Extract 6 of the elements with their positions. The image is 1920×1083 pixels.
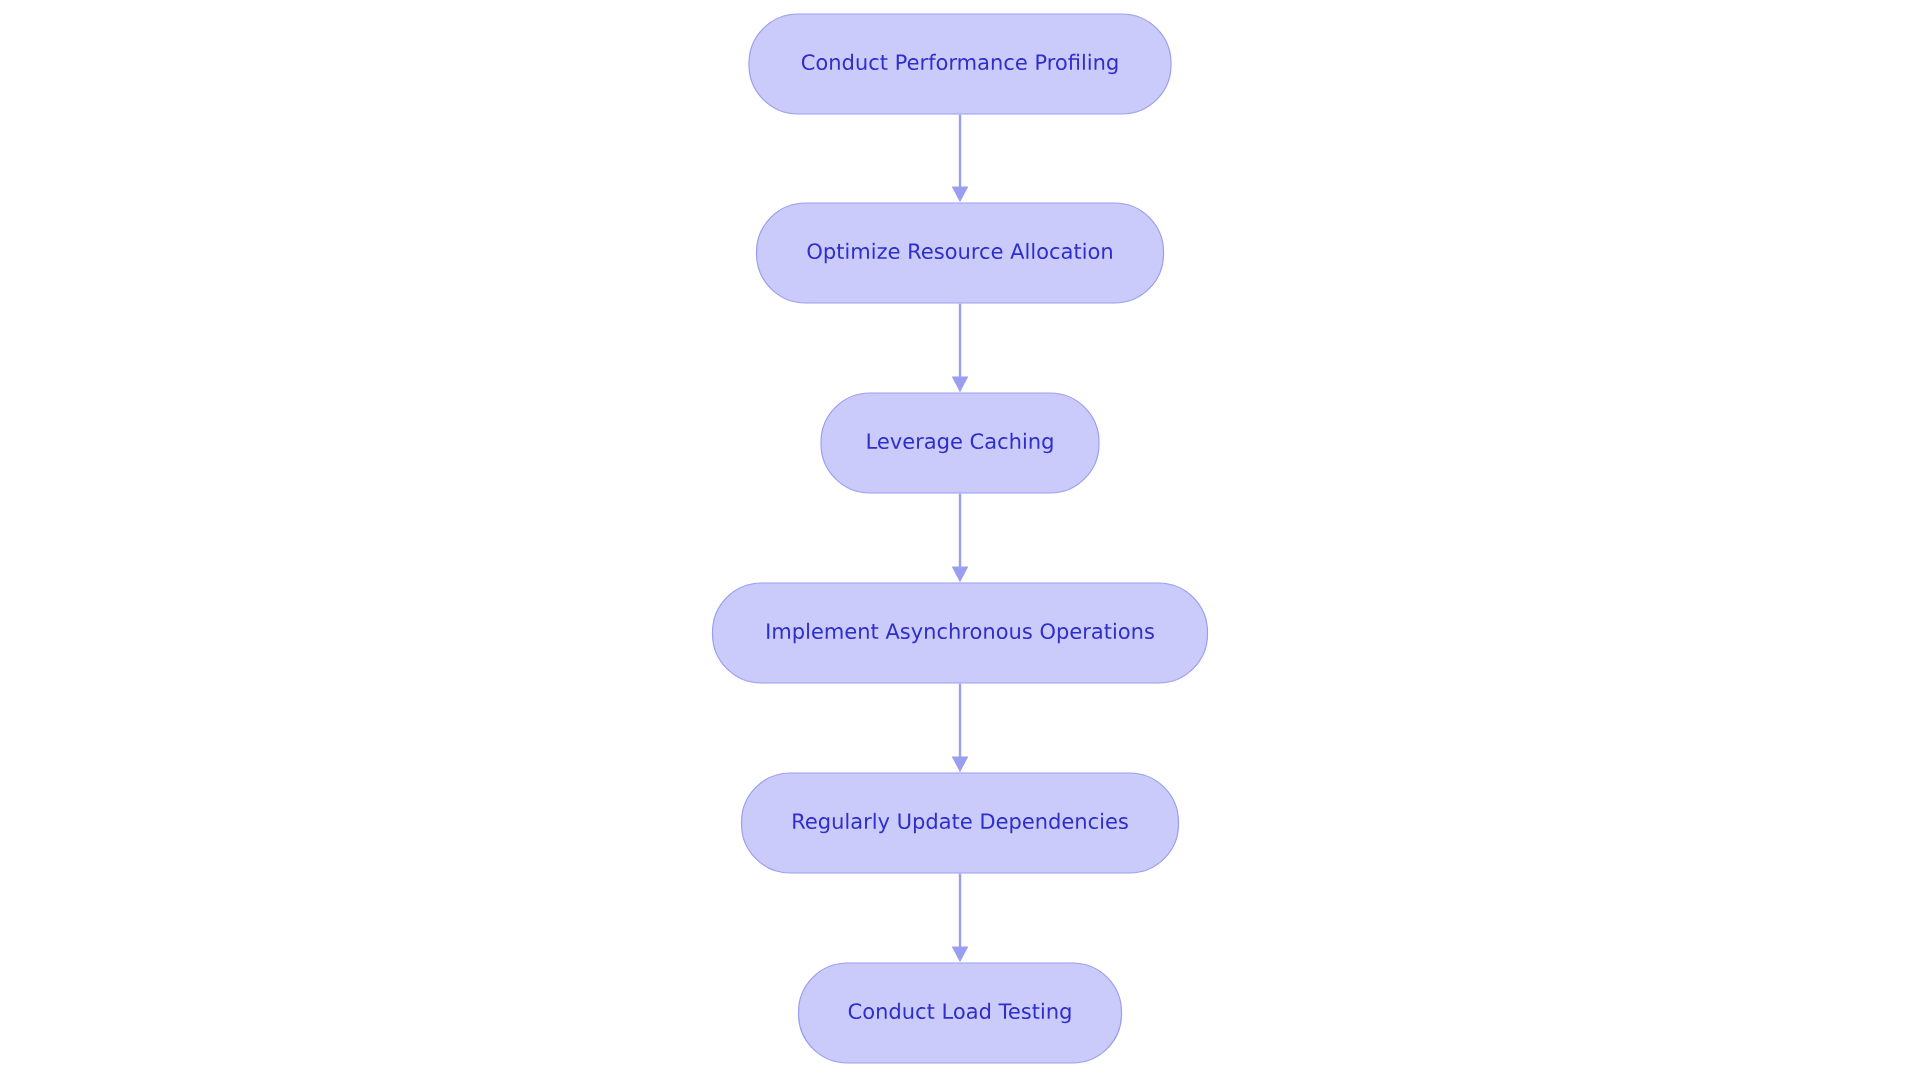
- process-box: Conduct Load Testing: [797, 962, 1123, 1064]
- process-box: Leverage Caching: [820, 392, 1100, 494]
- process-box: Implement Asynchronous Operations: [711, 582, 1209, 684]
- process-box: Conduct Performance Profiling: [748, 13, 1172, 115]
- process-box: Optimize Resource Allocation: [755, 202, 1165, 304]
- process-box: Regularly Update Dependencies: [740, 772, 1180, 874]
